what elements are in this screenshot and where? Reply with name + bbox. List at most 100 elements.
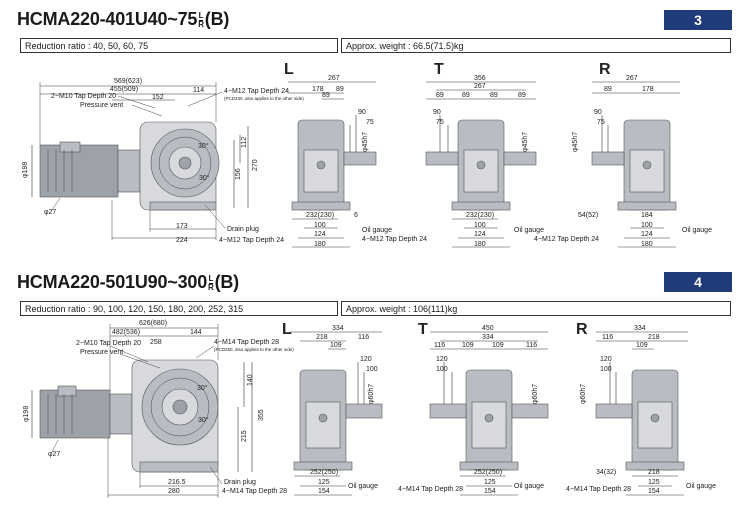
- dim-L-252: 252(250): [310, 469, 338, 476]
- approx-weight-box: Approx. weight : 66.5(71.5)kg: [341, 38, 731, 53]
- oil-gauge-R: Oil gauge: [686, 483, 716, 490]
- dim-R-shaft: φ60h7: [580, 384, 587, 404]
- lr-bar: [209, 282, 213, 284]
- view-label-R: R: [576, 321, 588, 338]
- label-pcd-note: (PCD230, also applies to the other side): [224, 96, 304, 101]
- angle-30-b: 30°: [199, 174, 210, 182]
- dim-motor-length: 455(509): [110, 86, 138, 93]
- dim-R-120: 120: [600, 356, 612, 363]
- dim-T-154: 154: [484, 488, 496, 495]
- model-name: HCMA220-401U40~75: [17, 9, 198, 29]
- dim-motor-length: 482(536): [112, 329, 140, 336]
- dim-L-218: 218: [316, 334, 328, 341]
- label-tap-m12-bottom: 4−M12 Tap Depth 24: [219, 237, 284, 244]
- dim-motor-dia: φ198: [22, 162, 29, 178]
- label-tap-m10: 2−M10 Tap Depth 20: [76, 340, 141, 347]
- dim-T-180: 180: [474, 241, 486, 248]
- dim-L-100: 100: [314, 222, 326, 229]
- dim-phi27: φ27: [48, 451, 60, 458]
- dim-R-34: 34(32): [596, 469, 616, 476]
- dim-T-109b: 109: [492, 342, 504, 349]
- dim-140: 140: [247, 374, 254, 386]
- dim-L-116: 116: [358, 334, 369, 341]
- dim-114: 114: [193, 87, 204, 94]
- dim-270: 270: [252, 159, 259, 171]
- dim-R-180: 180: [641, 241, 653, 248]
- lr-top: L: [208, 273, 214, 283]
- label-tap-m12-top: 4−M12 Tap Depth 24: [224, 88, 289, 95]
- angle-30-b: 30°: [198, 416, 209, 424]
- shared-tap-L: 4−M12 Tap Depth 24: [362, 236, 427, 243]
- model-suffix: (B): [214, 272, 240, 292]
- dim-T-75: 75: [436, 119, 444, 126]
- dim-T-450: 450: [482, 325, 494, 332]
- dim-overall-length: 569(623): [114, 78, 142, 85]
- dim-T-120: 120: [436, 356, 448, 363]
- dim-L-334: 334: [332, 325, 344, 332]
- dim-355: 355: [258, 409, 265, 421]
- view-label-L: L: [284, 61, 294, 78]
- view-L: [288, 81, 377, 248]
- oil-gauge-T: Oil gauge: [514, 483, 544, 490]
- dim-R-125: 125: [648, 479, 660, 486]
- label-drain-plug: Drain plug: [224, 479, 256, 486]
- side-view: [31, 82, 249, 240]
- dim-R-116: 116: [602, 334, 613, 341]
- dim-T-116b: 116: [526, 342, 537, 349]
- dim-152: 152: [152, 94, 164, 101]
- dim-T-334: 334: [482, 334, 494, 341]
- oil-gauge-R: Oil gauge: [682, 227, 712, 234]
- dim-112: 112: [241, 137, 248, 148]
- oil-gauge-L: Oil gauge: [362, 227, 392, 234]
- shared-tap-L: 4−M14 Tap Depth 28: [398, 486, 463, 493]
- view-T: [429, 331, 549, 496]
- dim-258: 258: [150, 339, 162, 346]
- dim-T-89b: 89: [462, 92, 470, 99]
- dim-overall-length: 626(680): [139, 320, 167, 327]
- dim-T-89c: 89: [490, 92, 498, 99]
- dim-R-89: 89: [604, 86, 612, 93]
- dim-L-shaft: φ45h7: [362, 132, 369, 152]
- model-suffix: (B): [204, 9, 230, 29]
- dim-R-100: 100: [641, 222, 653, 229]
- lr-bottom: R: [198, 19, 204, 29]
- drawing-set-2: 626(680) 482(536) 144 258 φ198 φ27 216.5…: [23, 320, 716, 498]
- motor-flange: [117, 149, 141, 193]
- shared-tap-T: 4−M12 Tap Depth 24: [534, 236, 599, 243]
- label-tap-m14-bottom: 4−M14 Tap Depth 28: [222, 488, 287, 495]
- label-drain-plug: Drain plug: [227, 226, 259, 233]
- dim-L-154: 154: [318, 488, 330, 495]
- dim-L-178: 178: [312, 86, 324, 93]
- approx-weight-box: Approx. weight : 106(111)kg: [341, 301, 731, 316]
- dim-L-125: 125: [318, 479, 330, 486]
- dim-R-124: 124: [641, 231, 653, 238]
- dim-R-54: 54(52): [578, 212, 598, 219]
- view-T: [425, 81, 537, 248]
- view-label-L: L: [282, 321, 292, 338]
- dim-T-89a: 89: [436, 92, 444, 99]
- motor-body: [39, 144, 119, 198]
- dim-L-267: 267: [328, 75, 340, 82]
- side-view: [31, 324, 253, 498]
- dim-L-90: 90: [358, 109, 366, 116]
- dim-L-232: 232(230): [306, 212, 334, 219]
- label-pcd-note: (PCD250, also applies to the other side): [214, 347, 294, 352]
- shared-tap-T: 4−M14 Tap Depth 28: [566, 486, 631, 493]
- dim-224: 224: [176, 237, 188, 244]
- angle-30-a: 30°: [197, 384, 208, 392]
- dim-R-218b: 218: [648, 469, 660, 476]
- terminal-box: [59, 141, 81, 153]
- view-label-R: R: [599, 61, 611, 78]
- dim-216-5: 216.5: [168, 479, 186, 486]
- dim-T-267: 267: [474, 83, 486, 90]
- dim-L-120: 120: [360, 356, 372, 363]
- dim-R-75: 75: [597, 119, 605, 126]
- dim-R-109: 109: [636, 342, 648, 349]
- dim-R-178: 178: [642, 86, 654, 93]
- lr-bar: [199, 19, 203, 21]
- label-pressure-vent: Pressure vent: [80, 102, 123, 109]
